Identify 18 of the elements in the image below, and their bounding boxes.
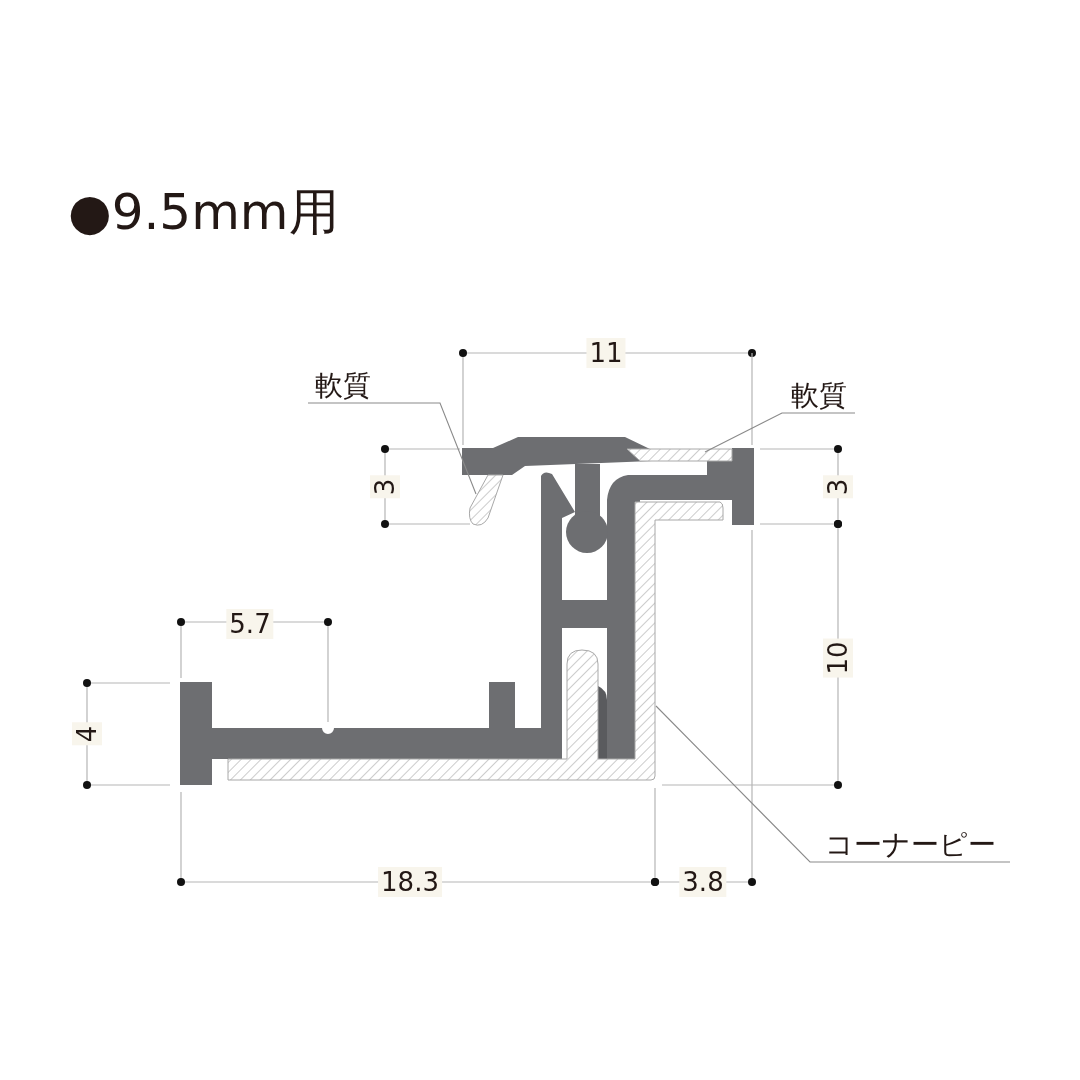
part-label: 軟質 <box>303 366 383 403</box>
soft-strip-part <box>626 448 733 462</box>
dimension-value: 11 <box>586 338 626 368</box>
dimension-value: 10 <box>823 638 853 678</box>
leader-line <box>704 412 856 453</box>
dimension-value: 4 <box>72 722 102 746</box>
title: ●9.5mm用 <box>68 182 339 242</box>
corner-piece <box>227 501 724 781</box>
leader-line <box>307 402 477 495</box>
dimension-value: 5.7 <box>226 609 274 639</box>
dimension-value: 3.8 <box>679 867 727 897</box>
leader-line <box>655 705 1011 863</box>
part-label: コーナーピー <box>810 818 1010 862</box>
part-label: 軟質 <box>780 376 858 413</box>
soft-lip-part <box>468 474 504 526</box>
dimension-value: 18.3 <box>378 867 442 897</box>
dimension-value: 3 <box>370 475 400 499</box>
dimension-value: 3 <box>823 475 853 499</box>
